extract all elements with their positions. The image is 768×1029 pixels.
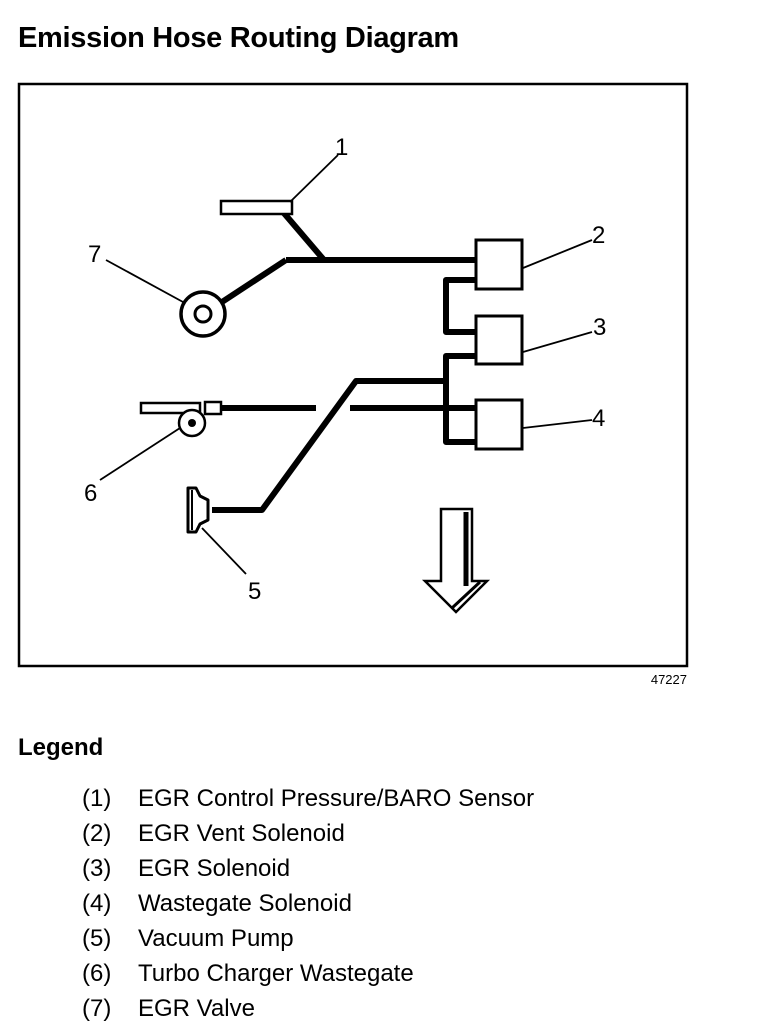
legend-item: (3) EGR Solenoid bbox=[82, 854, 534, 889]
leader-line-2 bbox=[522, 239, 593, 269]
callout-4: 4 bbox=[592, 405, 605, 432]
callout-3: 3 bbox=[593, 314, 606, 341]
legend-item: (7) EGR Valve bbox=[82, 994, 534, 1029]
wastegate-solenoid-shape bbox=[474, 398, 524, 451]
legend-item-number: (1) bbox=[82, 785, 112, 812]
legend-item: (6) Turbo Charger Wastegate bbox=[82, 959, 534, 994]
egr-valve-shape bbox=[179, 290, 227, 338]
hose-solenoid-bus-3-4 bbox=[443, 353, 476, 445]
hose-routing-diagram: 1 2 3 4 5 6 7 bbox=[17, 82, 689, 668]
baro-sensor-shape bbox=[219, 199, 294, 216]
diagram-frame bbox=[17, 82, 689, 668]
legend-item: (1) EGR Control Pressure/BARO Sensor bbox=[82, 784, 534, 819]
callout-1: 1 bbox=[335, 134, 348, 161]
legend-item: (4) Wastegate Solenoid bbox=[82, 889, 534, 924]
legend-item: (2) EGR Vent Solenoid bbox=[82, 819, 534, 854]
callout-6: 6 bbox=[84, 480, 97, 507]
leader-line-1 bbox=[289, 154, 339, 203]
legend-item-label: Vacuum Pump bbox=[138, 925, 294, 952]
legend-item-label: EGR Control Pressure/BARO Sensor bbox=[138, 785, 535, 812]
hose-solenoid-link-2-3 bbox=[443, 277, 476, 335]
legend-item-label: EGR Solenoid bbox=[138, 855, 291, 882]
legend-item-label: EGR Vent Solenoid bbox=[138, 820, 345, 847]
leader-line-3 bbox=[522, 331, 593, 353]
legend-item-label: Turbo Charger Wastegate bbox=[138, 960, 414, 987]
legend-item-number: (2) bbox=[82, 820, 112, 847]
hose-sensor-branch bbox=[280, 210, 327, 262]
figure-id: 47227 bbox=[650, 672, 687, 687]
legend-item-number: (3) bbox=[82, 855, 112, 882]
leader-line-7 bbox=[105, 259, 184, 303]
legend-item-number: (6) bbox=[82, 960, 112, 987]
legend-item-number: (5) bbox=[82, 925, 112, 952]
legend-item-number: (4) bbox=[82, 890, 112, 917]
legend-heading: Legend bbox=[18, 734, 104, 761]
hose-vacuum-pump bbox=[212, 378, 446, 513]
direction-arrow-icon bbox=[421, 507, 491, 614]
callout-5: 5 bbox=[248, 578, 261, 605]
legend-item-label: EGR Valve bbox=[138, 995, 255, 1022]
vacuum-pump-shape bbox=[186, 486, 210, 534]
legend-item: (5) Vacuum Pump bbox=[82, 924, 534, 959]
leader-line-5 bbox=[201, 527, 247, 575]
egr-vent-solenoid-shape bbox=[474, 238, 524, 291]
leader-line-4 bbox=[522, 419, 593, 429]
callout-2: 2 bbox=[592, 222, 605, 249]
turbo-wastegate-shape bbox=[139, 400, 223, 438]
legend-list: (1) EGR Control Pressure/BARO Sensor (2) E… bbox=[82, 784, 534, 1029]
leader-line-6 bbox=[99, 427, 181, 481]
legend-item-number: (7) bbox=[82, 995, 112, 1022]
callout-7: 7 bbox=[88, 241, 101, 268]
hose-egr-valve bbox=[220, 257, 288, 305]
egr-solenoid-shape bbox=[474, 314, 524, 366]
page-title: Emission Hose Routing Diagram bbox=[18, 22, 459, 54]
legend-item-label: Wastegate Solenoid bbox=[138, 890, 352, 917]
